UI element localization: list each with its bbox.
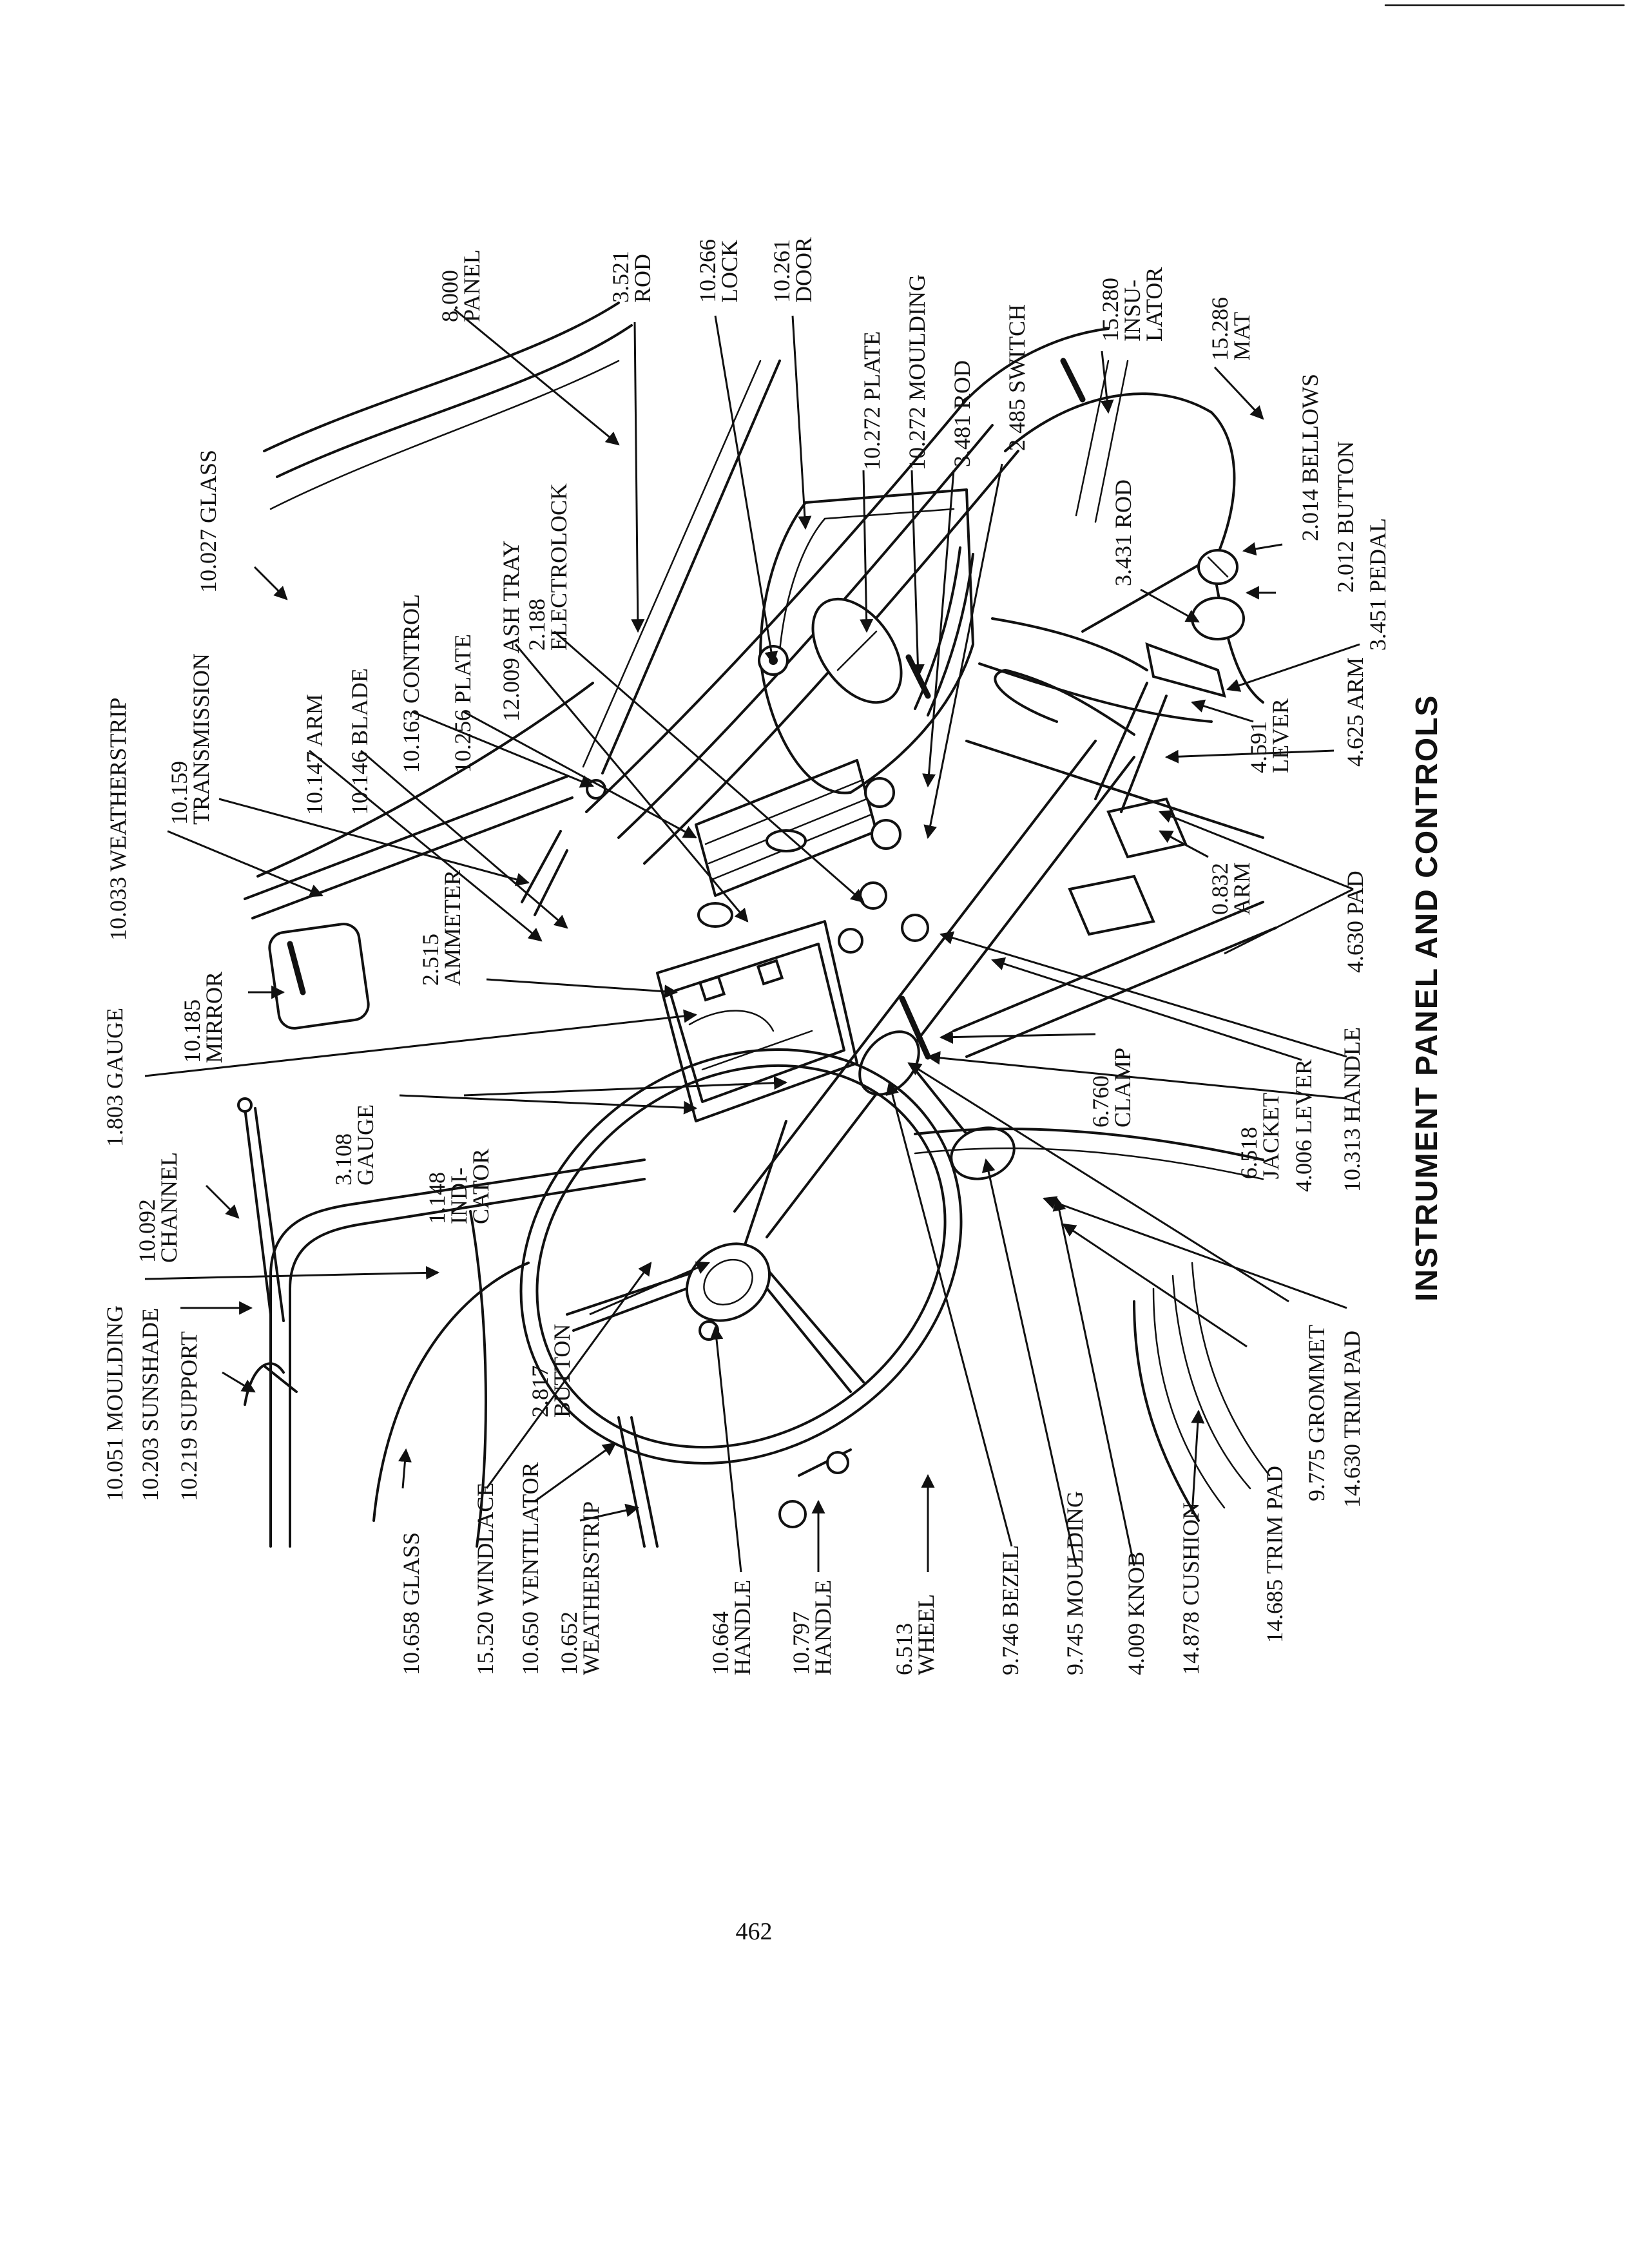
- part-label: 9.746 BEZEL: [998, 1545, 1023, 1675]
- part-label: 6.518JACKET: [1236, 1093, 1284, 1179]
- part-label: 10.261DOOR: [769, 237, 816, 303]
- leader-lines: [144, 308, 1360, 1573]
- part-label: 8.000PANEL: [437, 249, 485, 322]
- part-label: 1.148INDI-CATOR: [424, 1149, 494, 1224]
- part-label: 10.051 MOULDING: [102, 1305, 128, 1501]
- part-label: 0.832ARM: [1207, 862, 1255, 915]
- part-label: 15.286MAT: [1207, 297, 1255, 361]
- part-label: 2.817BUTTON: [527, 1324, 575, 1418]
- part-label: 10.272 MOULDING: [904, 274, 930, 470]
- part-label: 15.280INSU-LATOR: [1097, 267, 1167, 341]
- part-label: 10.033 WEATHERSTRIP: [105, 698, 131, 941]
- part-label: 10.147 ARM: [302, 694, 327, 815]
- part-label: 2.515AMMETER: [418, 870, 465, 986]
- part-label: 2.485 SWITCH: [1004, 304, 1030, 451]
- part-label: 12.009 ASH TRAY: [498, 541, 524, 722]
- part-label: 10.658 GLASS: [398, 1532, 424, 1675]
- part-label: 10.027 GLASS: [195, 450, 221, 593]
- part-label: 4.625 ARM: [1342, 657, 1368, 767]
- part-label: 10.266LOCK: [695, 239, 742, 303]
- part-label: 3.451 PEDAL: [1365, 518, 1391, 651]
- page-number: 462: [736, 1918, 773, 1945]
- part-label: 10.652WEATHERSTRIP: [556, 1501, 604, 1675]
- part-label: 3.481 ROD: [949, 360, 975, 467]
- part-label: 10.256 PLATE: [450, 634, 476, 773]
- part-label: 9.775 GROMMET: [1304, 1325, 1329, 1501]
- part-label: 14.878 CUSHION: [1178, 1503, 1204, 1675]
- part-label: 4.006 LEVER: [1291, 1059, 1316, 1192]
- part-label: 10.159TRANSMISSION: [166, 653, 214, 825]
- part-label: 10.092CHANNEL: [134, 1152, 182, 1263]
- part-label: 1.803 GAUGE: [102, 1008, 128, 1147]
- part-label: 10.185MIRROR: [179, 972, 227, 1063]
- part-labels: 10.027 GLASS 8.000PANEL 3.521ROD 10.266L…: [102, 237, 1391, 1675]
- part-label: 10.797HANDLE: [788, 1580, 836, 1675]
- part-label: 15.520 WINDLACE: [472, 1483, 498, 1675]
- part-label: 14.630 TRIM PAD: [1339, 1331, 1365, 1508]
- part-label: 10.272 PLATE: [859, 331, 885, 470]
- part-label: 2.014 BELLOWS: [1297, 374, 1323, 541]
- part-label: 10.650 VENTILATOR: [517, 1462, 543, 1675]
- part-label: 10.313 HANDLE: [1339, 1027, 1365, 1192]
- page-title: INSTRUMENT PANEL AND CONTROLS: [1410, 695, 1444, 1302]
- part-label: 6.760CLAMP: [1088, 1048, 1135, 1128]
- part-label: 10.664HANDLE: [708, 1580, 755, 1675]
- part-label: 4.591LEVER: [1246, 698, 1293, 773]
- part-label: 10.163 CONTROL: [398, 594, 424, 773]
- part-label: 4.009 KNOB: [1123, 1552, 1149, 1675]
- part-label: 4.630 PAD: [1342, 870, 1368, 973]
- part-label: 10.219 SUPPORT: [176, 1331, 202, 1501]
- part-label: 10.203 SUNSHADE: [137, 1308, 163, 1501]
- part-label: 2.188ELECTROLOCK: [524, 483, 572, 651]
- part-label: 3.431 ROD: [1110, 479, 1136, 586]
- part-label: 2.012 BUTTON: [1333, 441, 1358, 593]
- part-label: 3.521ROD: [608, 251, 655, 303]
- part-label: 14.685 TRIM PAD: [1262, 1466, 1287, 1643]
- part-label: 6.513WHEEL: [891, 1594, 939, 1675]
- part-label: 10.146 BLADE: [347, 668, 372, 815]
- part-label: 3.108GAUGE: [331, 1104, 378, 1186]
- part-label: 9.745 MOULDING: [1062, 1491, 1088, 1675]
